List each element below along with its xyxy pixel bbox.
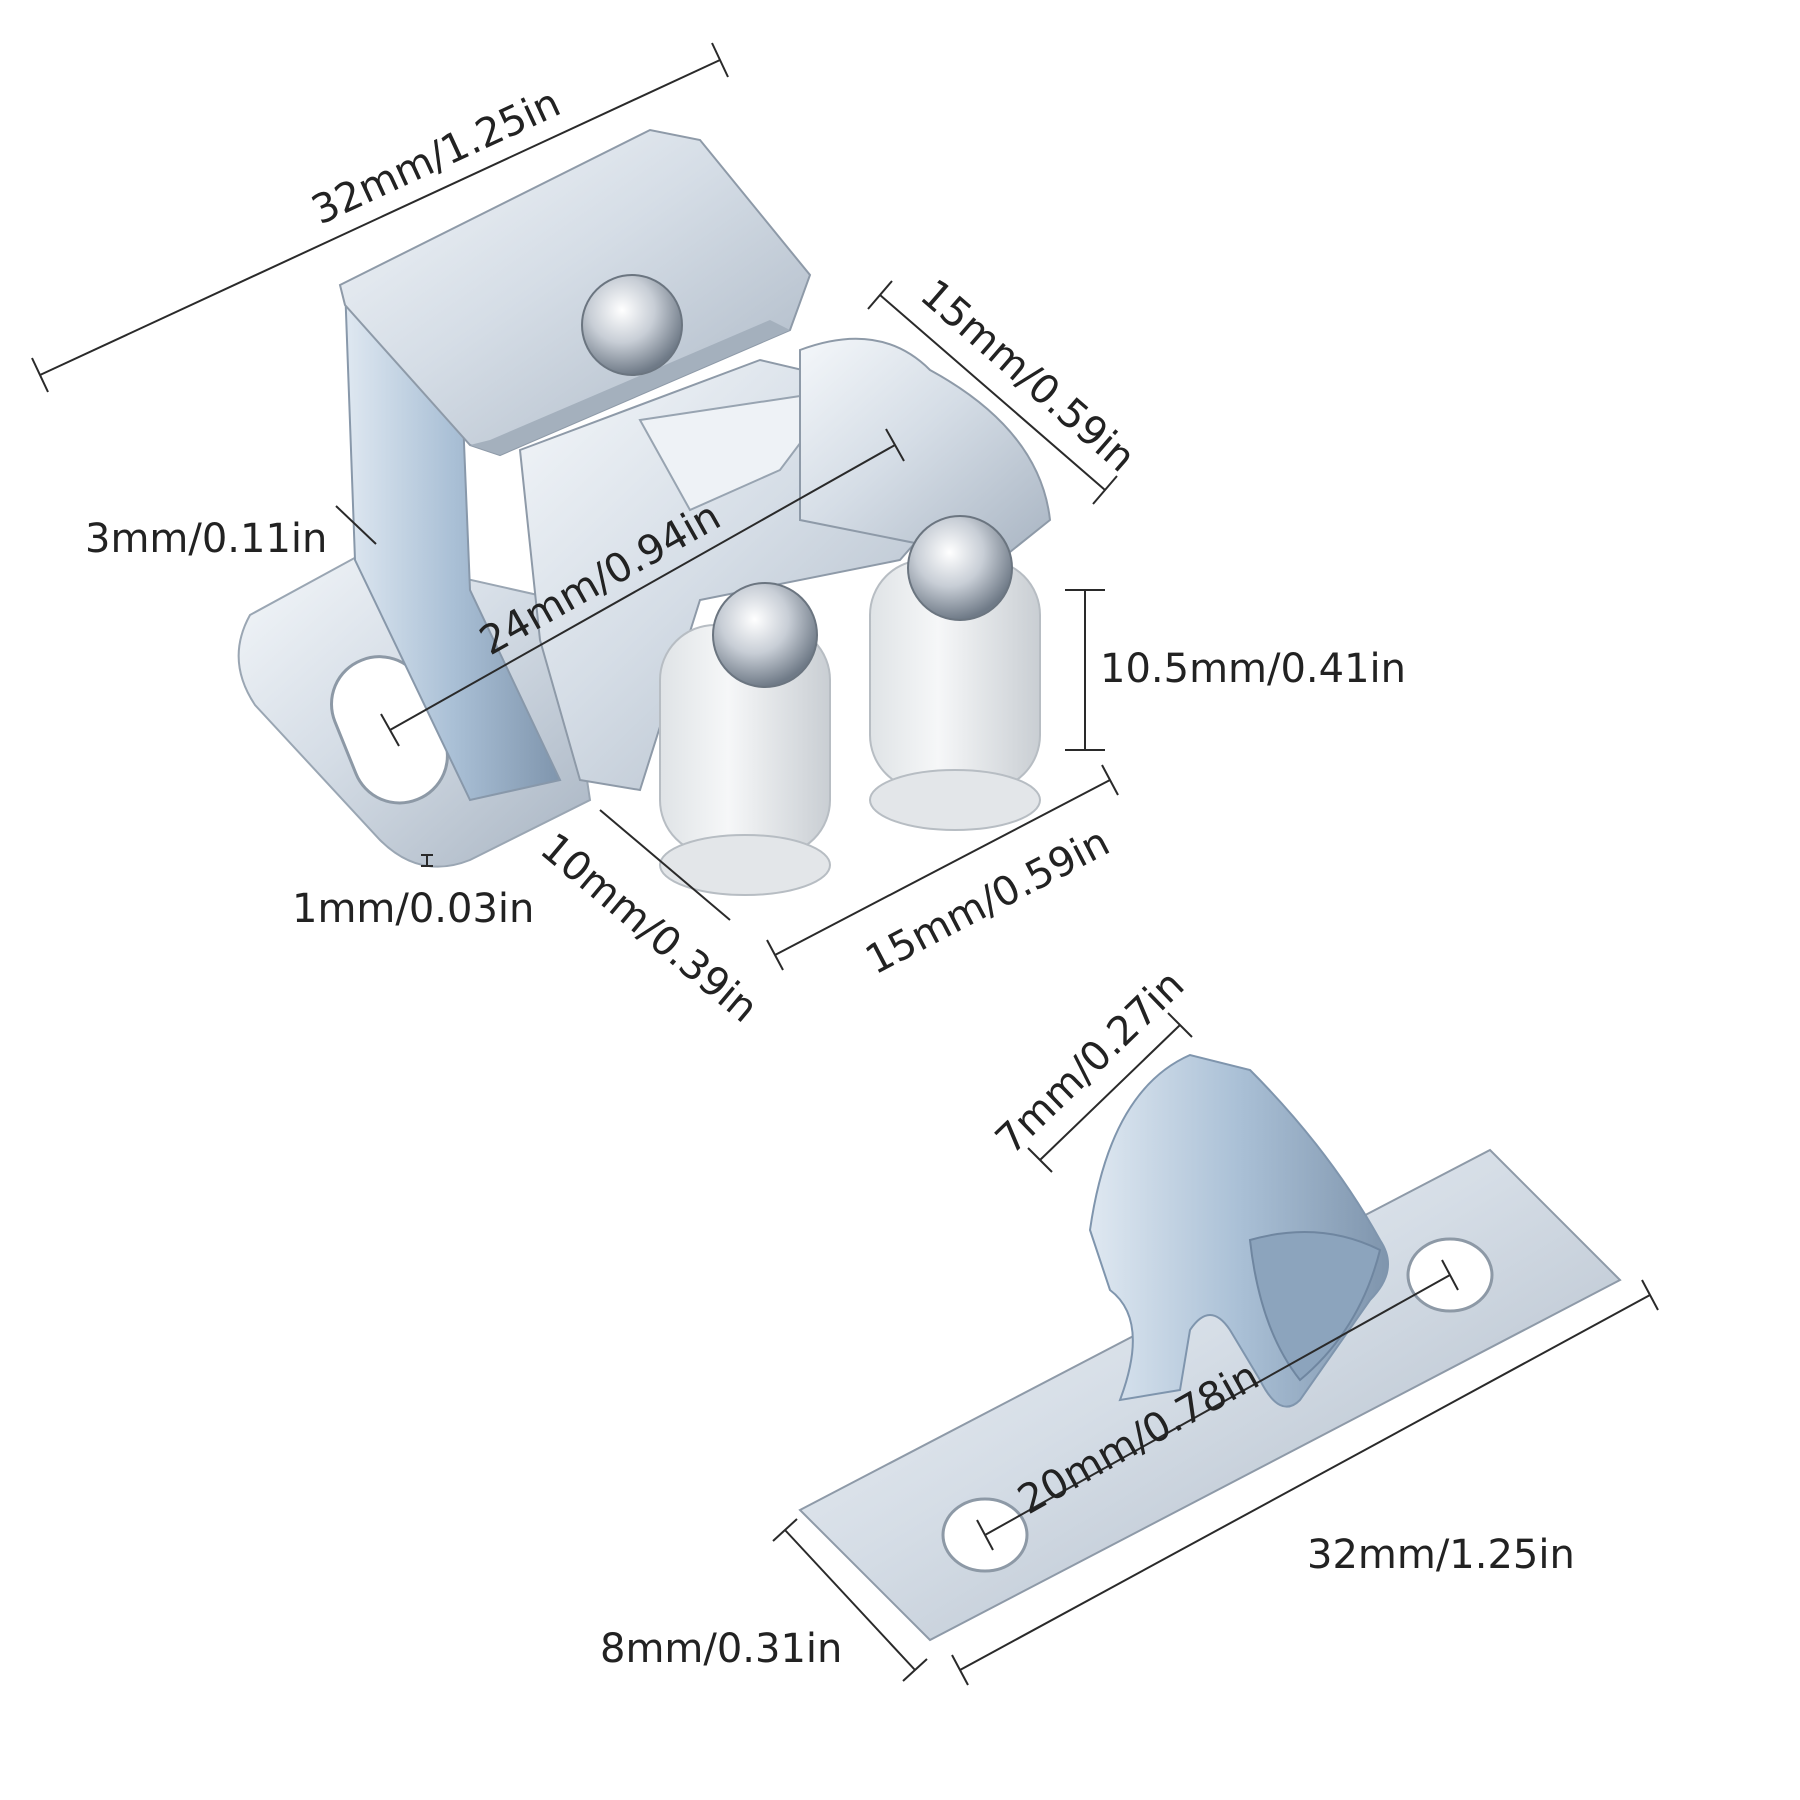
catch-top-cover-fold [470,320,790,455]
catch-rivet-top [581,274,683,376]
catch-clip-v-cut [638,388,843,512]
dimension-lines [31,42,1659,1686]
dimension-labels: 32mm/1.25in 15mm/0.59in 3mm/0.11in 24mm/… [85,80,1575,1672]
roller-catch [237,128,1052,896]
label-strike-plate-length: 32mm/1.25in [1307,1532,1575,1578]
catch-roller-right [869,559,1041,831]
catch-rivet-right [907,515,1013,621]
catch-rivet-left [712,582,818,688]
label-catch-flange-gap: 3mm/0.11in [85,516,327,562]
label-catch-plate-thickness: 1mm/0.03in [292,886,534,932]
label-strike-plate-width: 8mm/0.31in [600,1626,842,1672]
strike-prong-inner [1248,1231,1382,1382]
label-catch-roller-height: 10.5mm/0.41in [1100,646,1406,692]
catch-roller-cap [799,337,1052,562]
strike-plate [798,1053,1622,1642]
